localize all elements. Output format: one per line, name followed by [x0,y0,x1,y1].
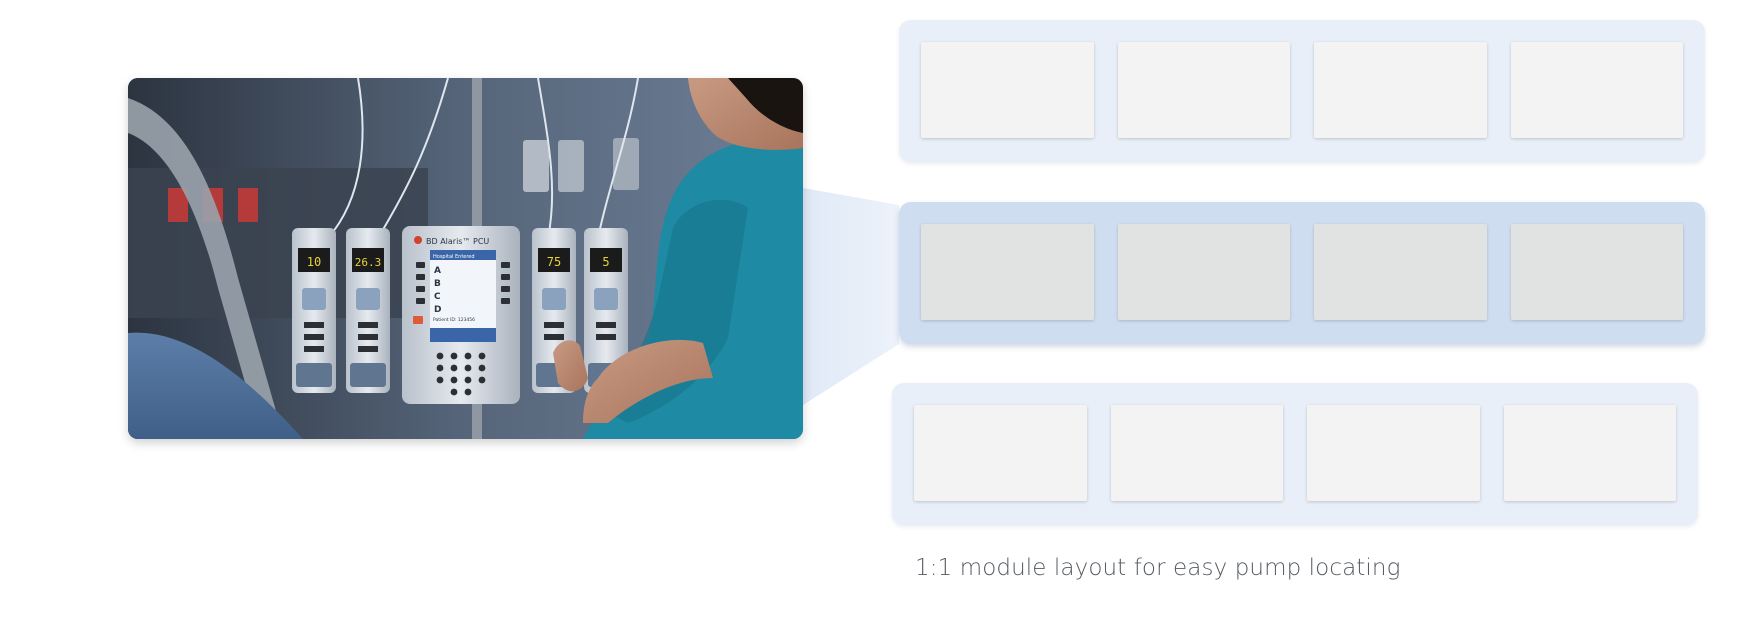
module-slot [1510,42,1683,138]
svg-text:75: 75 [547,255,561,269]
module-slot [1510,224,1683,320]
svg-text:B: B [434,279,441,289]
module-slot [921,224,1094,320]
svg-text:5: 5 [602,255,609,269]
module-slot [914,405,1087,501]
rack-row-bottom [892,383,1698,525]
module-slot [1117,224,1290,320]
module-slot [1503,405,1676,501]
svg-text:Hospital Entered: Hospital Entered [433,254,475,260]
svg-text:C: C [434,292,441,302]
module-slot [1314,42,1487,138]
layout-caption: 1:1 module layout for easy pump locating [915,555,1401,581]
svg-text:D: D [434,305,441,315]
rack-row-top [899,20,1705,162]
module-slot [1314,224,1487,320]
module-slot [1117,42,1290,138]
svg-text:26.3: 26.3 [355,256,382,269]
svg-text:Patient ID: 123456: Patient ID: 123456 [433,317,475,323]
module-slot [1110,405,1283,501]
module-slot [921,42,1094,138]
svg-text:10: 10 [307,255,321,269]
svg-text:BD Alaris™ PCU: BD Alaris™ PCU [426,237,489,246]
module-slot [1307,405,1480,501]
svg-text:A: A [434,266,441,276]
rack-row-highlighted [899,202,1705,344]
infusion-system-photo: 10 26.3 BD Alaris™ PCU Hospital Entered [128,78,803,439]
